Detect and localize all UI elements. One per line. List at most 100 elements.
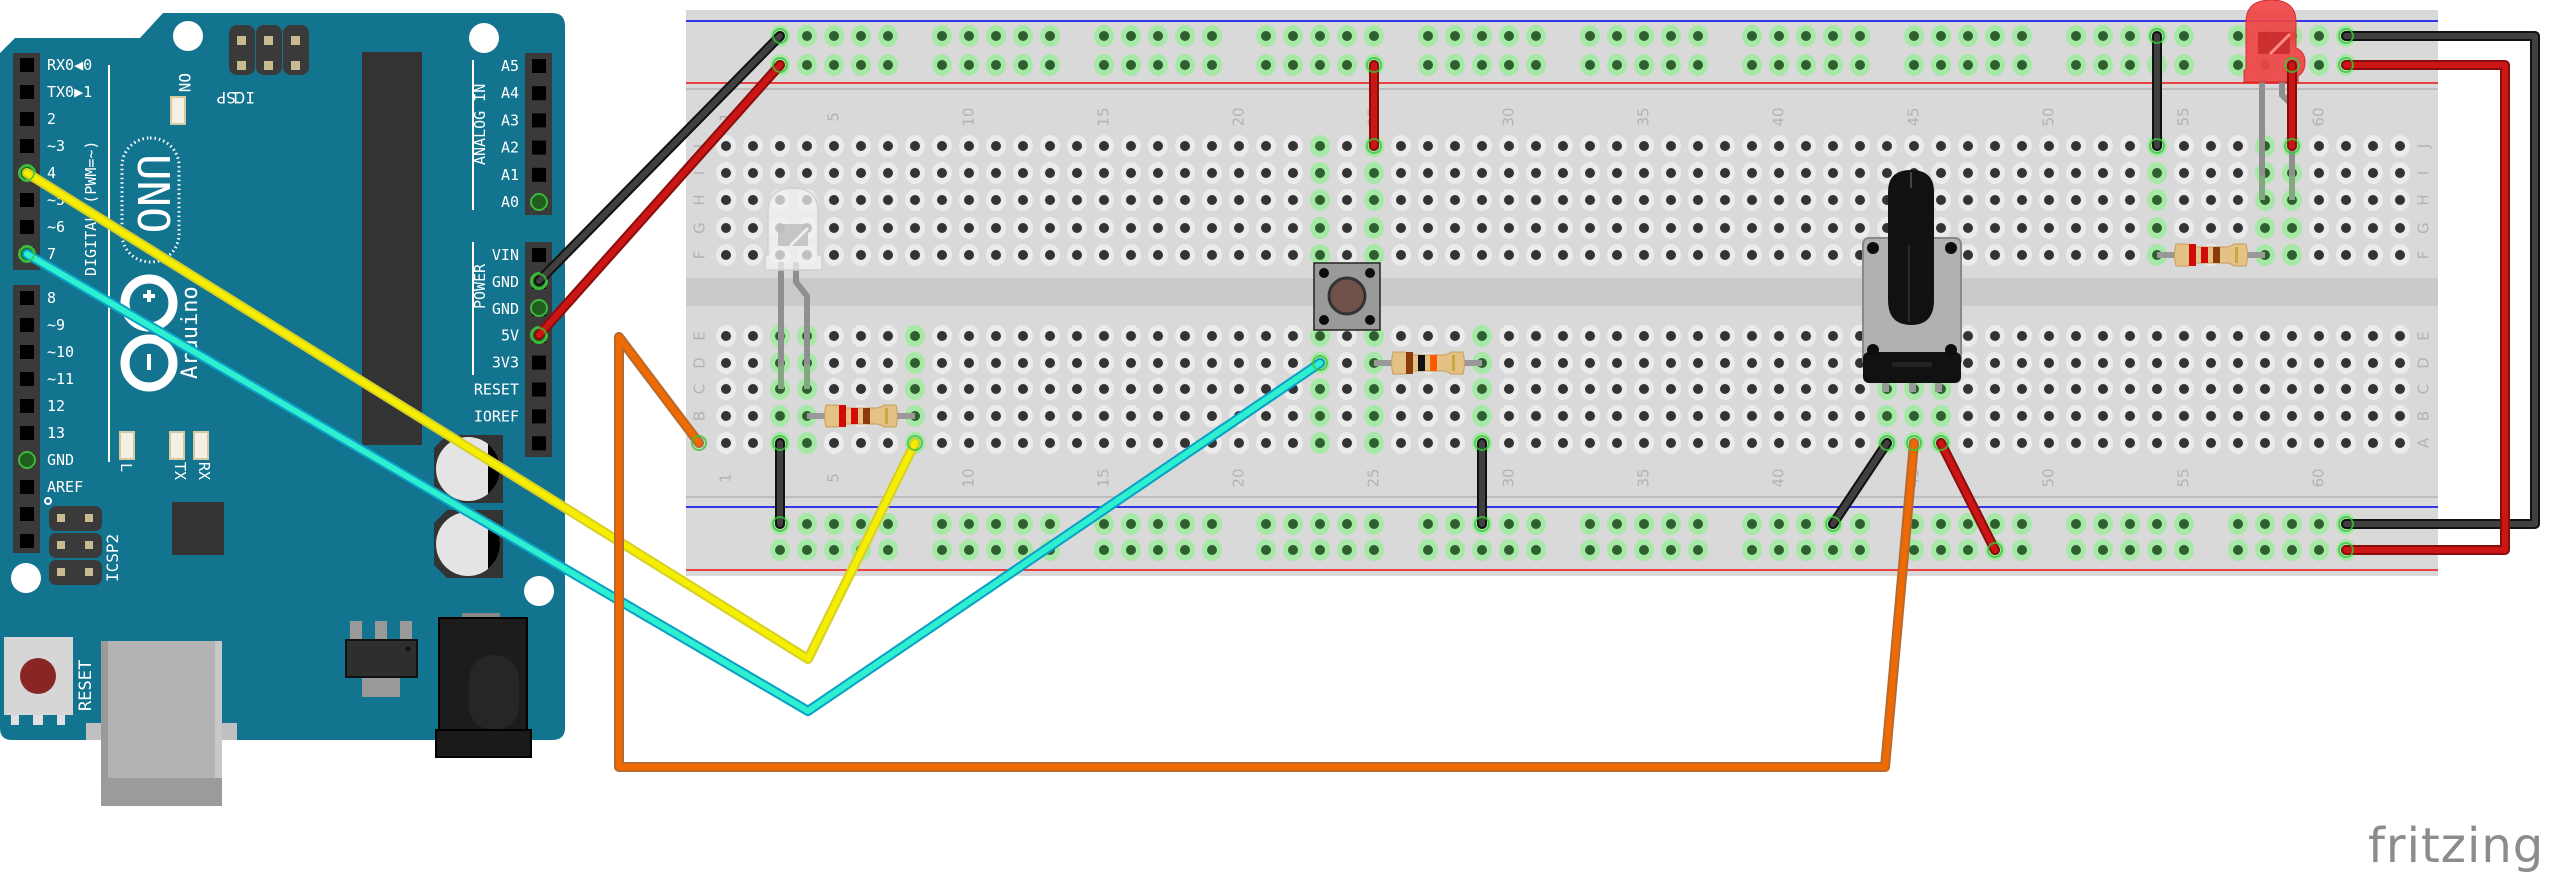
breadboard-hole[interactable] — [2309, 244, 2329, 266]
rail-hole[interactable] — [1607, 54, 1627, 76]
breadboard-hole[interactable] — [1796, 378, 1816, 400]
rail-hole[interactable] — [1013, 54, 1033, 76]
breadboard-hole[interactable] — [1418, 217, 1438, 239]
breadboard-hole[interactable] — [1229, 244, 1249, 266]
breadboard-hole[interactable] — [959, 325, 979, 347]
breadboard-hole[interactable] — [2363, 162, 2383, 184]
breadboard-hole[interactable] — [2039, 135, 2059, 157]
breadboard-hole[interactable] — [1526, 135, 1546, 157]
breadboard-hole[interactable] — [1148, 325, 1168, 347]
rail-hole[interactable] — [851, 25, 871, 47]
breadboard-hole[interactable] — [932, 217, 952, 239]
breadboard-hole[interactable] — [1337, 135, 1357, 157]
breadboard-hole[interactable] — [2309, 162, 2329, 184]
breadboard-hole[interactable] — [1742, 244, 1762, 266]
rail-hole[interactable] — [1148, 539, 1168, 561]
rail-hole[interactable] — [1985, 25, 2005, 47]
rail-hole[interactable] — [1958, 539, 1978, 561]
rail-hole[interactable] — [1931, 25, 1951, 47]
breadboard-hole[interactable] — [2363, 432, 2383, 454]
breadboard-hole[interactable] — [797, 162, 817, 184]
wire-rail-pwr-bridge[interactable] — [2338, 57, 2510, 558]
breadboard-hole[interactable] — [1742, 432, 1762, 454]
rail-hole[interactable] — [1256, 539, 1276, 561]
breadboard-hole[interactable] — [1823, 405, 1843, 427]
rail-hole[interactable] — [1202, 513, 1222, 535]
rail-hole[interactable] — [1256, 54, 1276, 76]
wire-endpoint[interactable] — [1366, 57, 1382, 73]
rail-hole[interactable] — [1445, 513, 1465, 535]
breadboard-hole[interactable] — [824, 244, 844, 266]
breadboard-hole[interactable] — [1472, 189, 1492, 211]
rail-hole[interactable] — [2147, 539, 2167, 561]
breadboard-hole[interactable] — [1715, 405, 1735, 427]
breadboard-hole[interactable] — [2336, 189, 2356, 211]
breadboard-hole[interactable] — [2093, 217, 2113, 239]
breadboard-hole[interactable] — [1607, 189, 1627, 211]
breadboard-hole[interactable] — [1229, 189, 1249, 211]
breadboard-hole[interactable] — [1040, 325, 1060, 347]
breadboard-hole[interactable] — [1040, 352, 1060, 374]
breadboard-hole[interactable] — [2228, 378, 2248, 400]
breadboard-hole[interactable] — [986, 352, 1006, 374]
rail-hole[interactable] — [1283, 513, 1303, 535]
breadboard-hole[interactable] — [1148, 162, 1168, 184]
breadboard-hole[interactable] — [1499, 189, 1519, 211]
breadboard-hole[interactable] — [1418, 189, 1438, 211]
breadboard-hole[interactable] — [1958, 405, 1978, 427]
breadboard-hole[interactable] — [959, 352, 979, 374]
breadboard-hole[interactable] — [932, 325, 952, 347]
wire-pot-pwr[interactable] — [1933, 435, 2003, 558]
rail-hole[interactable] — [2309, 54, 2329, 76]
wire-endpoint[interactable] — [691, 435, 707, 451]
rail-hole[interactable] — [1283, 25, 1303, 47]
breadboard-hole[interactable] — [1796, 189, 1816, 211]
breadboard-hole[interactable] — [1337, 244, 1357, 266]
breadboard-hole[interactable] — [1499, 378, 1519, 400]
breadboard-hole[interactable] — [2201, 405, 2221, 427]
breadboard-hole[interactable] — [1229, 135, 1249, 157]
rail-hole[interactable] — [1094, 54, 1114, 76]
breadboard-hole[interactable] — [2255, 378, 2275, 400]
digital-pin[interactable]: ~3 — [20, 137, 65, 155]
rail-hole[interactable] — [1526, 54, 1546, 76]
breadboard-hole[interactable] — [1283, 405, 1303, 427]
rail-hole[interactable] — [1499, 539, 1519, 561]
breadboard-hole[interactable] — [743, 162, 763, 184]
breadboard-hole[interactable] — [878, 432, 898, 454]
breadboard-hole[interactable] — [743, 244, 763, 266]
wire-rail-gnd-bridge[interactable] — [2338, 28, 2540, 532]
breadboard-hole[interactable] — [1310, 244, 1330, 266]
breadboard-hole[interactable] — [1688, 189, 1708, 211]
breadboard-hole[interactable] — [1634, 432, 1654, 454]
breadboard-hole[interactable] — [1391, 405, 1411, 427]
breadboard-hole[interactable] — [986, 162, 1006, 184]
breadboard-hole[interactable] — [1688, 352, 1708, 374]
breadboard-hole[interactable] — [1661, 405, 1681, 427]
rail-hole[interactable] — [1445, 25, 1465, 47]
breadboard-hole[interactable] — [986, 325, 1006, 347]
breadboard-hole[interactable] — [1445, 378, 1465, 400]
breadboard-hole[interactable] — [2012, 405, 2032, 427]
breadboard-hole[interactable] — [959, 135, 979, 157]
breadboard-hole[interactable] — [2174, 162, 2194, 184]
breadboard-hole[interactable] — [1013, 378, 1033, 400]
breadboard-hole[interactable] — [1364, 378, 1384, 400]
breadboard-hole[interactable] — [1310, 378, 1330, 400]
wire-led-gnd[interactable] — [772, 435, 788, 532]
rail-hole[interactable] — [878, 54, 898, 76]
breadboard-hole[interactable] — [1283, 135, 1303, 157]
breadboard-hole[interactable] — [1337, 352, 1357, 374]
breadboard-hole[interactable] — [2093, 325, 2113, 347]
breadboard-hole[interactable] — [1958, 189, 1978, 211]
breadboard-hole[interactable] — [2201, 352, 2221, 374]
breadboard-hole[interactable] — [1823, 189, 1843, 211]
breadboard-hole[interactable] — [1472, 162, 1492, 184]
breadboard-hole[interactable] — [1958, 217, 1978, 239]
breadboard-hole[interactable] — [1013, 189, 1033, 211]
breadboard-hole[interactable] — [1121, 378, 1141, 400]
rail-hole[interactable] — [1040, 54, 1060, 76]
breadboard-hole[interactable] — [1796, 405, 1816, 427]
rail-hole[interactable] — [1283, 54, 1303, 76]
breadboard-hole[interactable] — [2201, 325, 2221, 347]
